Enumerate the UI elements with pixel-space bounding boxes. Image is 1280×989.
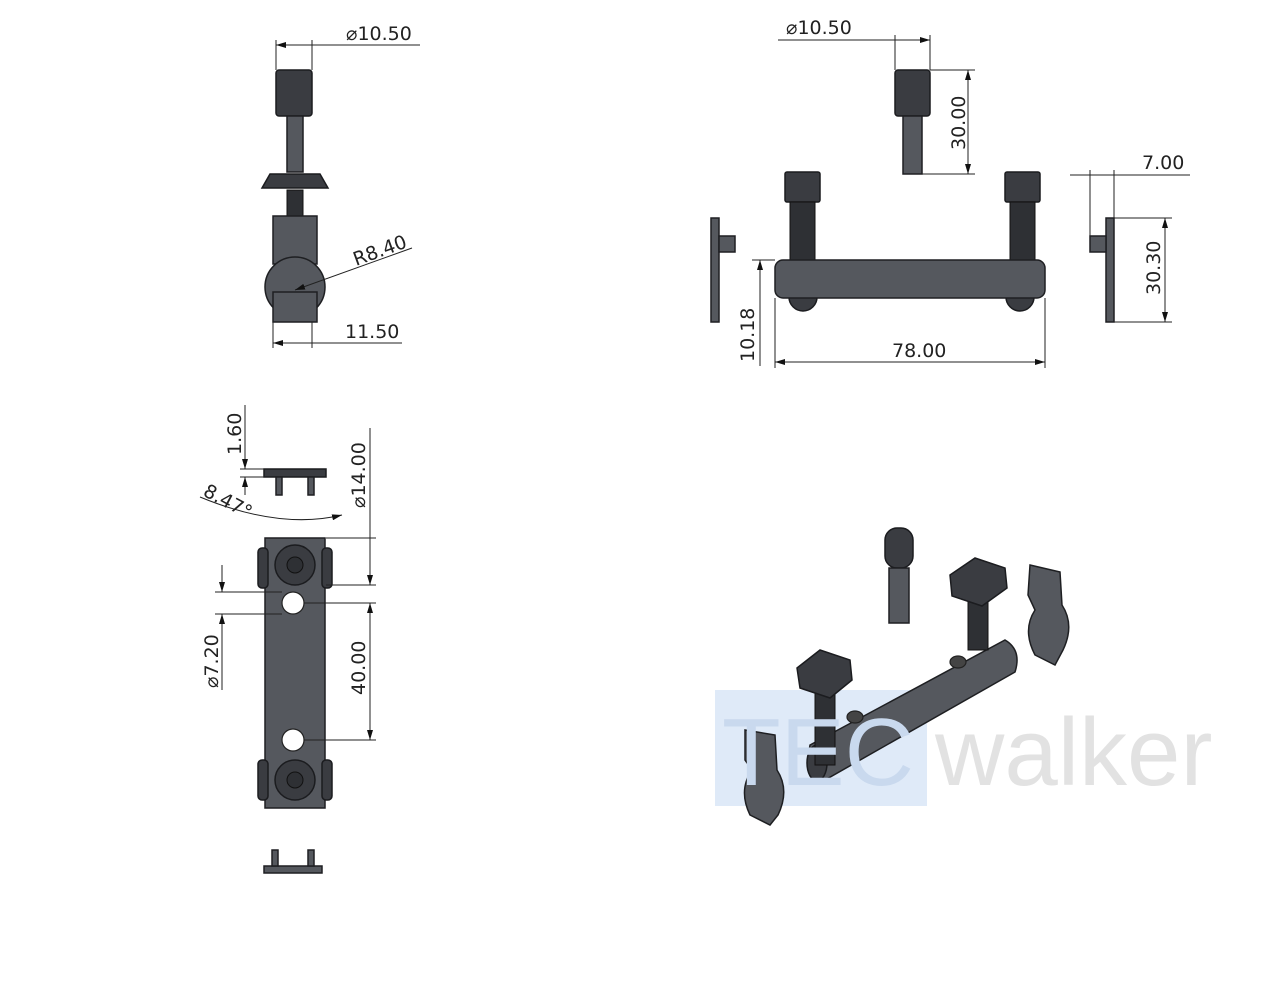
dim-ball-radius: R8.40 (350, 231, 410, 271)
dim-cap-diameter: ⌀14.00 (348, 442, 370, 508)
dim-cap-thickness: 1.60 (224, 413, 246, 455)
front-view: ⌀10.50 30.00 7.00 30.30 10.18 78.00 (710, 17, 1190, 368)
dim-pin-length: 30.00 (948, 96, 970, 150)
dim-cap-angle: 8.47° (200, 480, 256, 524)
side-view: ⌀10.50 R8.40 11.50 (260, 23, 420, 348)
dim-plate-height: 30.30 (1143, 241, 1165, 295)
dim-tube-length: 78.00 (892, 340, 946, 362)
dim-pin-diameter: ⌀10.50 (786, 17, 852, 39)
dim-tube-height: 10.18 (737, 308, 759, 362)
watermark-prefix: TEC (722, 699, 914, 806)
dim-hole-diameter: ⌀7.20 (201, 634, 223, 688)
isometric-view (743, 527, 1070, 826)
dim-width: 11.50 (345, 321, 399, 343)
watermark-suffix: walker (934, 699, 1212, 806)
top-view: 1.60 8.47° ⌀14.00 ⌀7.20 40.00 (200, 405, 376, 874)
dim-head-diameter: ⌀10.50 (346, 23, 412, 45)
dim-plate-offset: 7.00 (1142, 152, 1184, 174)
dim-hole-spacing: 40.00 (348, 641, 370, 695)
watermark: TEC walker (722, 699, 1212, 806)
